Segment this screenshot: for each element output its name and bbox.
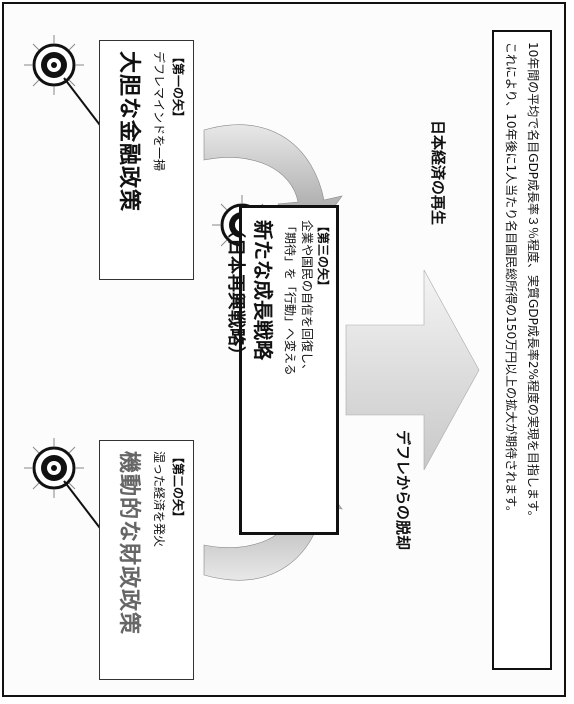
- summary-box: 10年間の平均で名目GDP成長率３％程度、実質GDP成長率2%程度の実現を目指し…: [492, 30, 552, 670]
- third-arrow-box: 【第三の矢】 企業や国民の自信を回復し、 「期待」を「行動」へ変える 新たな成長…: [225, 205, 339, 535]
- curved-arrow-icon: [345, 269, 480, 471]
- second-arrow-tag: 【第二の矢】: [171, 451, 185, 524]
- third-arrow-sub-2: 「期待」を「行動」へ変える: [283, 220, 297, 376]
- summary-line-2: これにより、10年後に1人当たり名目国民総所得の150万円以上の拡大が期待されま…: [504, 42, 518, 518]
- second-arrow-title: 機動的な財政政策: [116, 451, 141, 636]
- summary-line-1: 10年間の平均で名目GDP成長率３％程度、実質GDP成長率2%程度の実現を目指し…: [526, 42, 540, 523]
- target-icon: [24, 438, 84, 498]
- third-arrow-subtitle: （日本再興戦略）: [225, 220, 246, 364]
- third-arrow-title: 新たな成長戦略: [251, 220, 275, 360]
- label-economic-revival: 日本経済の再生: [429, 120, 447, 226]
- label-deflation-exit: デフレからの脱却: [394, 430, 412, 551]
- first-arrow-box: 【第一の矢】 デフレマインドを一掃 大胆な金融政策: [99, 40, 194, 280]
- third-arrow-tag: 【第三の矢】: [316, 220, 330, 293]
- first-arrow-sub: デフレマインドを一掃: [152, 51, 166, 172]
- target-icon: [24, 35, 84, 95]
- second-arrow-sub: 湿った経済を発火: [152, 451, 166, 548]
- third-arrow-sub-1: 企業や国民の自信を回復し、: [300, 220, 314, 377]
- second-arrow-box: 【第二の矢】 湿った経済を発火 機動的な財政政策: [99, 440, 194, 680]
- first-arrow-title: 大胆な金融政策: [116, 51, 141, 213]
- first-arrow-tag: 【第一の矢】: [171, 51, 185, 124]
